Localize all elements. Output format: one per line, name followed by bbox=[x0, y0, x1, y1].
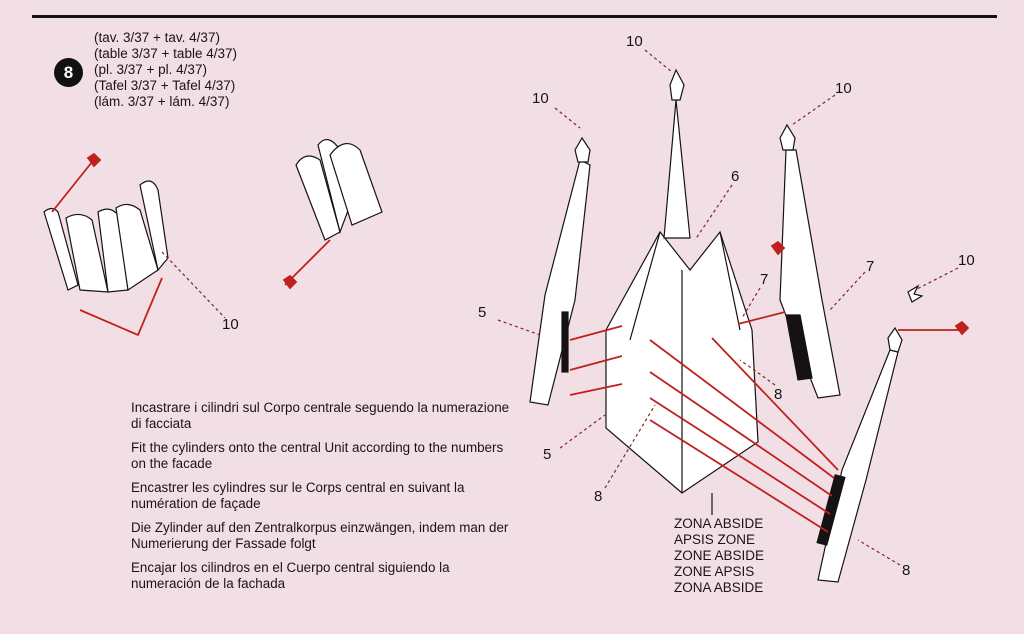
callout-number: 5 bbox=[478, 304, 487, 321]
callout-number: 6 bbox=[731, 168, 740, 185]
sheet-ref: (table 3/37 + table 4/37) bbox=[94, 46, 237, 61]
zone-label: APSIS ZONE bbox=[674, 532, 756, 547]
callout-number: 10 bbox=[835, 80, 852, 97]
callout-number: 8 bbox=[902, 562, 911, 579]
finial-piece bbox=[907, 284, 924, 303]
instruction-german: Die Zylinder auf den Zentralkorpus einzw… bbox=[131, 520, 509, 551]
zone-labels: ZONA ABSIDE APSIS ZONE ZONE ABSIDE ZONE … bbox=[674, 516, 764, 596]
callout-number: 10 bbox=[222, 316, 239, 333]
sheet-ref: (lám. 3/37 + lám. 4/37) bbox=[94, 94, 230, 109]
spire-lower-right bbox=[816, 326, 903, 583]
zone-label: ZONA ABSIDE bbox=[674, 580, 764, 595]
assembly-arrows bbox=[51, 152, 970, 533]
callout-number: 8 bbox=[594, 488, 603, 505]
spire-right bbox=[779, 123, 841, 399]
callout-number: 10 bbox=[958, 252, 975, 269]
callout-number: 10 bbox=[532, 90, 549, 107]
callout-number: 8 bbox=[774, 386, 783, 403]
sheet-ref: (Tafel 3/37 + Tafel 4/37) bbox=[94, 78, 236, 93]
spire-left bbox=[529, 136, 591, 406]
step-number-badge: 8 bbox=[54, 58, 83, 87]
leader-lines bbox=[161, 49, 959, 566]
instruction-italian: Incastrare i cilindri sul Corpo centrale… bbox=[131, 400, 510, 431]
instruction-french: Encastrer les cylindres sur le Corps cen… bbox=[131, 480, 465, 511]
instructions: Incastrare i cilindri sul Corpo centrale… bbox=[131, 400, 511, 600]
zone-label: ZONE ABSIDE bbox=[674, 548, 765, 563]
cylinder-fold-middle bbox=[295, 139, 383, 241]
callout-number: 10 bbox=[626, 33, 643, 50]
callout-number: 5 bbox=[543, 446, 552, 463]
sheet-ref: (tav. 3/37 + tav. 4/37) bbox=[94, 30, 220, 45]
callout-number: 7 bbox=[866, 258, 875, 275]
central-unit bbox=[605, 68, 759, 494]
top-rule bbox=[32, 15, 997, 18]
sheet-ref: (pl. 3/37 + pl. 4/37) bbox=[94, 62, 207, 77]
sheet-references: (tav. 3/37 + tav. 4/37) (table 3/37 + ta… bbox=[94, 30, 237, 110]
instruction-english: Fit the cylinders onto the central Unit … bbox=[131, 440, 504, 471]
callout-number: 7 bbox=[760, 271, 769, 288]
zone-label: ZONE APSIS bbox=[674, 564, 755, 579]
zone-label: ZONA ABSIDE bbox=[674, 516, 764, 531]
instruction-spanish: Encajar los cilindros en el Cuerpo centr… bbox=[131, 560, 450, 591]
